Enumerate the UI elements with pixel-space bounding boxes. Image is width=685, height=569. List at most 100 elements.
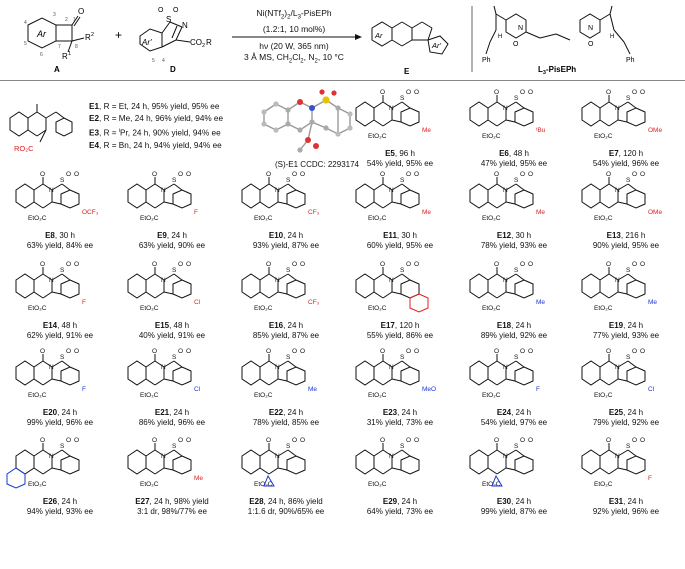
ester-label: EtO₂C xyxy=(368,215,387,222)
e30-result: 99% yield, 87% ee xyxy=(480,507,548,516)
compound-id: E12 xyxy=(496,231,512,240)
sulfonyl-o-label: O xyxy=(292,437,297,444)
ester-label: EtO₂C xyxy=(28,392,47,399)
substituent-label: CF₃ xyxy=(308,299,320,306)
svg-text:5: 5 xyxy=(152,58,155,64)
substituent-label: Me xyxy=(536,299,545,306)
sulfonyl-o-label: O xyxy=(520,261,525,268)
e27-title: E27, 24 h, 98% yield xyxy=(118,497,226,507)
ester-label: EtO₂C xyxy=(254,215,273,222)
sulfonyl-o-label: O xyxy=(406,261,411,268)
carbonyl-o-label: O xyxy=(40,437,45,444)
ester-label: EtO₂C xyxy=(254,481,273,488)
sulfonyl-o-label-2: O xyxy=(414,171,419,178)
sulfonyl-o-label: O xyxy=(406,89,411,96)
compound-id: E23 xyxy=(382,408,398,417)
sulfonyl-o-label-2: O xyxy=(300,437,305,444)
e31-title: E31, 24 h xyxy=(572,497,680,507)
sulfonyl-o-label-2: O xyxy=(74,261,79,268)
e15-result: 40% yield, 91% ee xyxy=(138,331,206,340)
reaction-time: , 48 h xyxy=(57,321,78,330)
reaction-time: , 24 h xyxy=(623,408,644,417)
ligand-n-right: N xyxy=(588,25,593,32)
reaction-time: , 216 h xyxy=(620,231,646,240)
e29-title: E29, 24 h xyxy=(346,497,454,507)
sulfonyl-o-label: O xyxy=(292,348,297,355)
n-label: N xyxy=(615,277,620,284)
reaction-time: , 24 h xyxy=(623,497,644,506)
s-label: S xyxy=(626,267,631,274)
s-label: S xyxy=(286,354,291,361)
svg-text:4: 4 xyxy=(24,20,27,26)
sulfonyl-o-label: O xyxy=(406,348,411,355)
compound-id: E7 xyxy=(608,149,619,158)
reaction-scheme: Ar O R 2 R 1 1 2 3 4 5 6 7 8 A + Ar' S O… xyxy=(0,0,685,82)
e25-title: E25, 24 h xyxy=(572,408,680,418)
svg-text:4: 4 xyxy=(162,58,165,64)
catalyst-line: Ni(NTf2)2/L3-PisEPh xyxy=(256,8,332,21)
ligand-o-right: O xyxy=(588,41,594,48)
n-label: N xyxy=(49,453,54,460)
s-label: S xyxy=(60,267,65,274)
ligand-h-left: H xyxy=(498,34,502,40)
e30-title: E30, 24 h xyxy=(460,497,568,507)
e20-title: E20, 24 h xyxy=(6,408,114,418)
n-label: N xyxy=(275,453,280,460)
sulfonyl-o-label-2: O xyxy=(300,171,305,178)
sulfonyl-o-label: O xyxy=(406,437,411,444)
reactant-d-label: D xyxy=(170,65,176,74)
sulfonyl-o-label: O xyxy=(406,171,411,178)
compound-id: E28 xyxy=(249,497,264,506)
compound-id: E14 xyxy=(42,321,58,330)
e6-result: 47% yield, 95% ee xyxy=(480,159,548,168)
s-label: S xyxy=(514,177,519,184)
svg-text:7: 7 xyxy=(58,44,61,50)
ligand-o-left: O xyxy=(513,41,519,48)
compound-id: E9 xyxy=(157,231,167,240)
substituent-label: Cl xyxy=(194,386,201,393)
sulfonyl-o-label-2: O xyxy=(528,437,533,444)
sulfonyl-o-label: O xyxy=(632,89,637,96)
sulfonyl-o-label-2: O xyxy=(528,261,533,268)
compound-id: E22 xyxy=(268,408,284,417)
e1-e4-ro2c: RO₂C xyxy=(14,144,34,153)
ester-label: EtO₂C xyxy=(594,215,613,222)
a-ar-label: Ar xyxy=(36,29,47,39)
e18-title: E18, 24 h xyxy=(460,321,568,331)
n-label: N xyxy=(389,364,394,371)
sulfonyl-o-label-2: O xyxy=(528,89,533,96)
substituent-label: F xyxy=(536,386,540,393)
reaction-time: , 120 h xyxy=(394,321,420,330)
reaction-time: , 24 h, 98% yield xyxy=(149,497,209,506)
solvent-line: 3 Å MS, CH2Cl2, N2, 10 °C xyxy=(244,52,344,65)
ester-label: EtO₂C xyxy=(368,305,387,312)
substituent-label: F xyxy=(82,299,86,306)
reaction-time: , 24 h xyxy=(511,497,532,506)
compound-id: E29 xyxy=(382,497,398,506)
sulfonyl-o-label: O xyxy=(178,348,183,355)
sulfonyl-o-label-2: O xyxy=(414,261,419,268)
s-label: S xyxy=(400,354,405,361)
d-ester-label: CO xyxy=(190,38,202,47)
cyclopropyl-ring xyxy=(491,474,503,487)
sulfonyl-o-label-2: O xyxy=(640,89,645,96)
carbonyl-o-label: O xyxy=(606,348,611,355)
s-label: S xyxy=(514,95,519,102)
ligand-n-left: N xyxy=(518,25,523,32)
sulfonyl-o-label: O xyxy=(292,261,297,268)
ester-label: EtO₂C xyxy=(28,481,47,488)
s-label: S xyxy=(400,177,405,184)
